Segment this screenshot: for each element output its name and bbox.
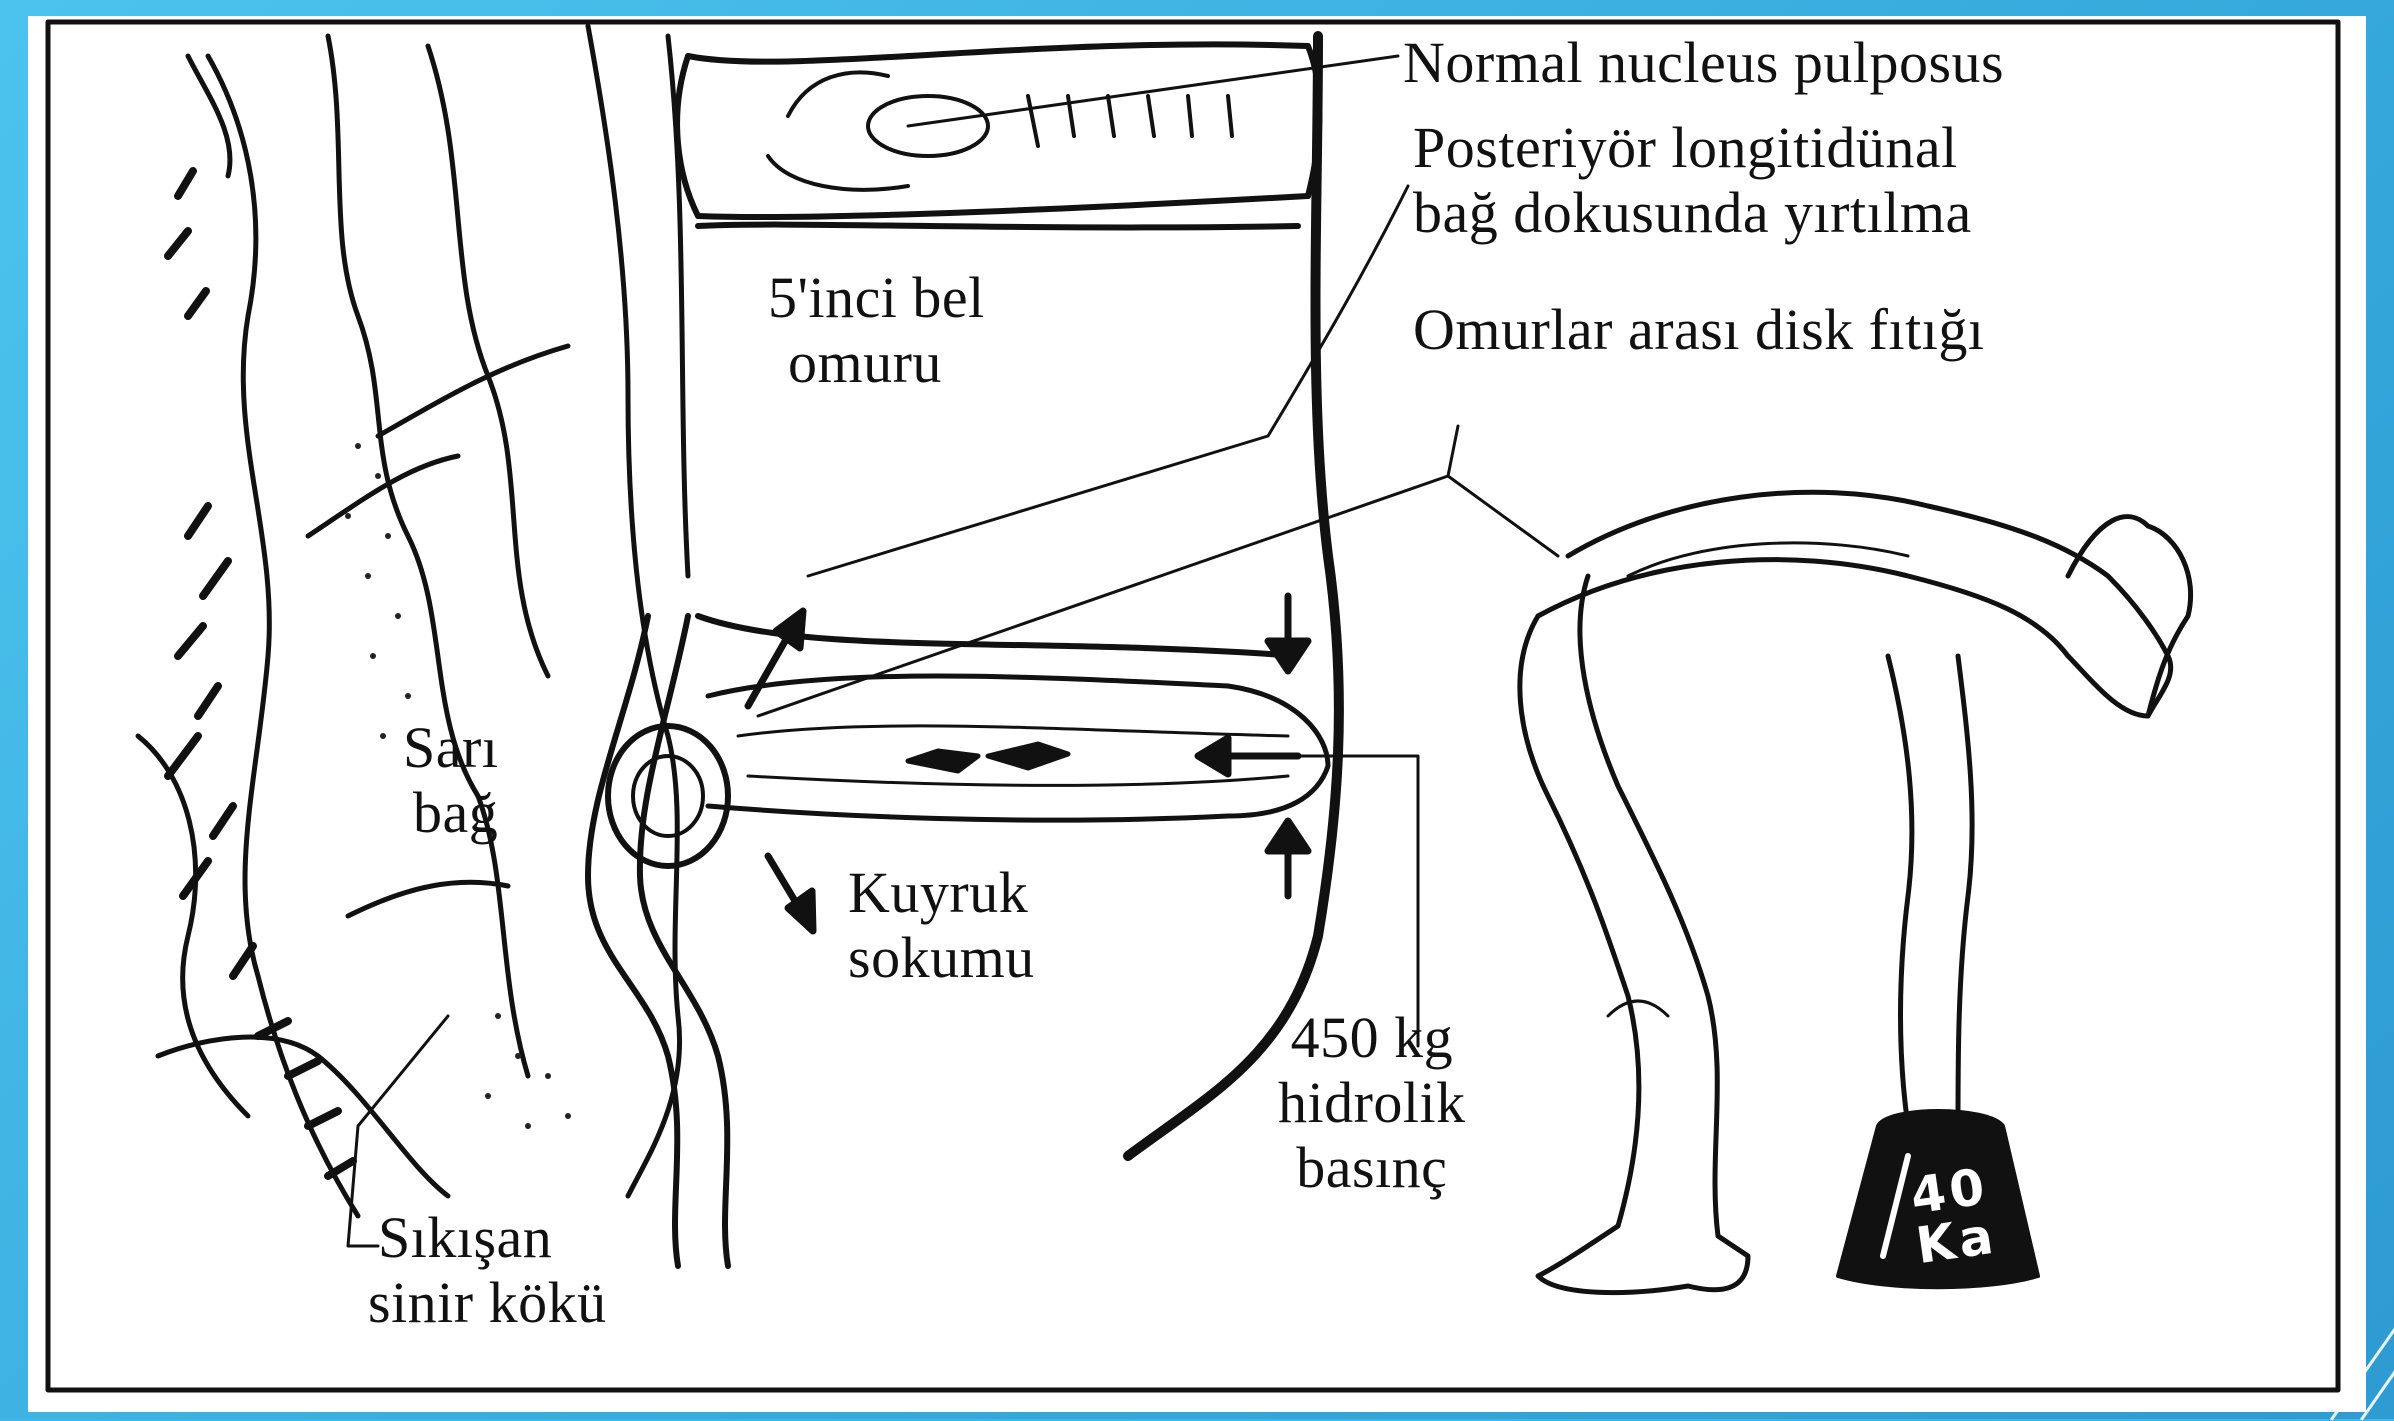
label-ligament-tear: Posteriyör longitidünal bağ dokusunda yı… bbox=[1413, 116, 1972, 246]
label-yellow-ligament-line2: bağ bbox=[403, 781, 498, 846]
herniated-disc bbox=[708, 676, 1328, 820]
label-compressed-nerve-line2: sinir kökü bbox=[368, 1271, 607, 1336]
figure-panel: Normal nucleus pulposus Posteriyör longi… bbox=[28, 16, 2366, 1412]
label-compressed-nerve: Sıkışan sinir kökü bbox=[378, 1206, 607, 1336]
label-hydraulic-pressure: 450 kg hidrolik basınç bbox=[1278, 1006, 1466, 1201]
label-lumbar-vertebra-line2: omuru bbox=[768, 331, 985, 396]
label-sacrum-line1: Kuyruk bbox=[848, 861, 1035, 926]
pelvis-drawing bbox=[138, 26, 688, 1216]
label-yellow-ligament: Sarı bağ bbox=[403, 716, 498, 846]
label-hydraulic-pressure-line3: basınç bbox=[1278, 1136, 1466, 1201]
label-lumbar-vertebra: 5'inci bel omuru bbox=[768, 266, 985, 396]
label-hydraulic-pressure-line2: hidrolik bbox=[1278, 1071, 1466, 1136]
spine-illustration bbox=[28, 16, 2366, 1412]
bending-person-figure bbox=[1520, 492, 2191, 1292]
label-normal-nucleus: Normal nucleus pulposus bbox=[1403, 34, 2004, 92]
label-ligament-tear-line2: bağ dokusunda yırtılma bbox=[1413, 181, 1972, 246]
label-yellow-ligament-line1: Sarı bbox=[403, 716, 498, 781]
label-disc-herniation: Omurlar arası disk fıtığı bbox=[1413, 301, 1984, 359]
label-compressed-nerve-line1: Sıkışan bbox=[378, 1206, 607, 1271]
label-ligament-tear-line1: Posteriyör longitidünal bbox=[1413, 116, 1972, 181]
weight-label: 40 Ka bbox=[1887, 1158, 2020, 1274]
label-sacrum-line2: sokumu bbox=[848, 926, 1035, 991]
label-lumbar-vertebra-line1: 5'inci bel bbox=[768, 266, 985, 331]
nerve-root bbox=[588, 616, 728, 1266]
label-hydraulic-pressure-line1: 450 kg bbox=[1278, 1006, 1466, 1071]
label-sacrum: Kuyruk sokumu bbox=[848, 861, 1035, 991]
texture-hatching bbox=[168, 171, 353, 1176]
